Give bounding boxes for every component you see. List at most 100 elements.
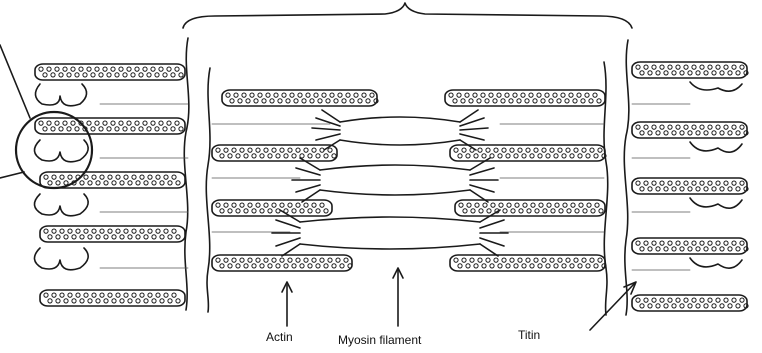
actin-bead	[326, 99, 330, 103]
actin-bead	[232, 258, 236, 262]
actin-bead	[473, 93, 477, 97]
actin-bead	[272, 203, 276, 207]
actin-bead	[120, 181, 124, 185]
magnifier-circle	[16, 112, 92, 188]
actin-bead	[732, 125, 736, 129]
actin-bead	[518, 148, 522, 152]
actin-bead	[320, 203, 324, 207]
actin-bead	[334, 99, 338, 103]
actin-bead	[111, 67, 115, 71]
actin-strand	[632, 122, 747, 138]
actin-beads	[39, 65, 748, 308]
myosin-filament	[272, 210, 508, 256]
actin-bead	[147, 73, 151, 77]
actin-bead	[696, 187, 700, 191]
actin-bead	[728, 304, 732, 308]
actin-bead	[116, 175, 120, 179]
actin-bead	[680, 71, 684, 75]
actin-bead	[147, 127, 151, 131]
actin-bead	[143, 67, 147, 71]
actin-bead	[39, 121, 43, 125]
actin-bead	[250, 93, 254, 97]
actin-bead	[676, 65, 680, 69]
actin-bead	[692, 241, 696, 245]
actin-bead	[140, 175, 144, 179]
actin-bead	[59, 73, 63, 77]
actin-bead	[300, 154, 304, 158]
actin-bead	[513, 93, 517, 97]
actin-bead	[324, 209, 328, 213]
actin-bead	[676, 125, 680, 129]
z-line-right-outer	[624, 40, 629, 315]
actin-bead	[511, 209, 515, 213]
actin-bead	[172, 175, 176, 179]
actin-bead	[80, 235, 84, 239]
titin-loops-right	[690, 82, 742, 268]
actin-bead	[244, 154, 248, 158]
actin-bead	[527, 209, 531, 213]
pointer-line	[0, 172, 24, 178]
actin-bead	[474, 264, 478, 268]
actin-bead	[216, 203, 220, 207]
actin-bead	[688, 131, 692, 135]
actin-bead	[88, 235, 92, 239]
actin-bead	[578, 154, 582, 158]
actin-bead	[48, 299, 52, 303]
actin-strand	[632, 62, 747, 78]
actin-bead	[668, 181, 672, 185]
actin-bead	[260, 264, 264, 268]
actin-bead	[640, 71, 644, 75]
actin-bead	[136, 299, 140, 303]
actin-bead	[296, 148, 300, 152]
actin-bead	[322, 93, 326, 97]
actin-bead	[648, 304, 652, 308]
actin-bead	[167, 121, 171, 125]
actin-strand	[450, 255, 605, 271]
actin-bead	[96, 299, 100, 303]
actin-bead	[144, 299, 148, 303]
actin-bead	[732, 298, 736, 302]
actin-bead	[232, 203, 236, 207]
actin-bead	[519, 209, 523, 213]
actin-bead	[48, 235, 52, 239]
actin-bead	[712, 131, 716, 135]
actin-bead	[644, 65, 648, 69]
actin-bead	[708, 65, 712, 69]
actin-bead	[501, 99, 505, 103]
actin-bead	[115, 127, 119, 131]
actin-bead	[668, 65, 672, 69]
actin-strand	[445, 90, 605, 106]
actin-bead	[518, 258, 522, 262]
actin-bead	[44, 175, 48, 179]
actin-bead	[571, 203, 575, 207]
actin-bead	[563, 203, 567, 207]
actin-bead	[240, 203, 244, 207]
actin-bead	[575, 209, 579, 213]
actin-bead	[80, 181, 84, 185]
actin-bead	[569, 93, 573, 97]
actin-bead	[462, 258, 466, 262]
actin-bead	[136, 181, 140, 185]
actin-bead	[688, 71, 692, 75]
actin-bead	[268, 209, 272, 213]
actin-bead	[494, 258, 498, 262]
actin-bead	[164, 229, 168, 233]
actin-bead	[75, 73, 79, 77]
actin-bead	[688, 187, 692, 191]
actin-bead	[585, 93, 589, 97]
actin-bead	[332, 154, 336, 158]
actin-bead	[712, 304, 716, 308]
actin-bead	[724, 241, 728, 245]
actin-bead	[92, 293, 96, 297]
actin-bead	[505, 93, 509, 97]
actin-bead	[712, 71, 716, 75]
actin-bead	[107, 73, 111, 77]
actin-bead	[304, 258, 308, 262]
actin-bead	[350, 99, 354, 103]
actin-bead	[60, 293, 64, 297]
actin-bead	[570, 154, 574, 158]
actin-bead	[533, 99, 537, 103]
actin-bead	[76, 293, 80, 297]
actin-bead	[566, 258, 570, 262]
actin-bead	[668, 241, 672, 245]
